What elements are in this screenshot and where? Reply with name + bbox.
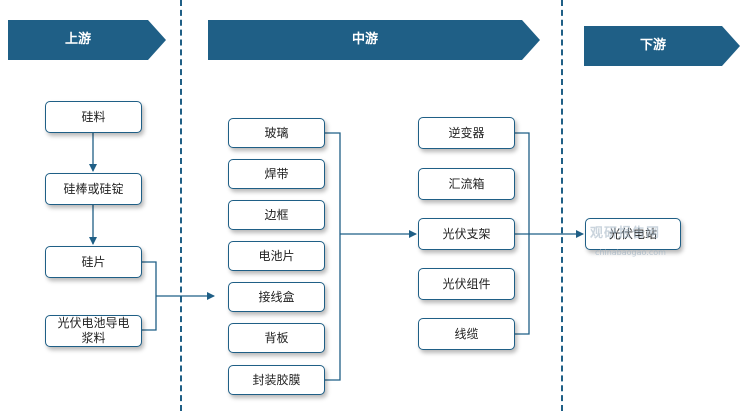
box-pv-plant: 光伏电站 <box>585 218 681 250</box>
box-label: 焊带 <box>264 166 289 181</box>
banner-arrow-shape <box>584 26 740 66</box>
box-label: 接线盒 <box>258 289 295 304</box>
box-label: 硅片 <box>81 254 106 269</box>
box-label: 光伏支架 <box>442 226 491 241</box>
stage-label-upstream: 上游 <box>64 32 91 47</box>
box-junction-box: 接线盒 <box>228 282 325 312</box>
box-label: 光伏电池导电浆料 <box>57 316 130 345</box>
box-glass: 玻璃 <box>228 118 325 148</box>
watermark-brand: 观研报告网 <box>590 226 661 241</box>
box-pv-mount: 光伏支架 <box>418 218 515 250</box>
box-label: 硅棒或硅锭 <box>63 181 124 196</box>
box-label: 电池片 <box>258 248 295 263</box>
box-label: 边框 <box>264 207 289 222</box>
stage-label-downstream: 下游 <box>639 38 666 53</box>
banner-arrow-shape <box>208 20 540 60</box>
box-label: 封装胶膜 <box>252 372 301 387</box>
box-pv-module: 光伏组件 <box>418 268 515 300</box>
stage-divider-right <box>561 0 563 411</box>
box-frame: 边框 <box>228 200 325 230</box>
box-silicon-rod-ingot: 硅棒或硅锭 <box>45 173 142 205</box>
box-encapsulant: 封装胶膜 <box>228 365 325 395</box>
box-label: 玻璃 <box>264 125 289 140</box>
box-label: 线缆 <box>454 326 479 341</box>
box-pv-paste: 光伏电池导电浆料 <box>45 315 142 347</box>
banner-arrow-shape <box>8 20 166 60</box>
materials-bracket <box>325 132 341 381</box>
stage-banner-midstream: 中游 <box>208 20 540 60</box>
box-cell: 电池片 <box>228 241 325 271</box>
box-label: 光伏电站 <box>608 226 657 241</box>
box-backsheet: 背板 <box>228 323 325 353</box>
watermark-url: chinabaogao.com <box>595 248 666 257</box>
stage-divider-left <box>180 0 182 411</box>
box-silicon-material: 硅料 <box>45 101 142 133</box>
box-label: 汇流箱 <box>448 176 485 191</box>
box-label: 硅料 <box>81 109 106 124</box>
box-inverter: 逆变器 <box>418 117 515 149</box>
box-label: 光伏组件 <box>442 276 491 291</box>
stage-banner-downstream: 下游 <box>584 26 740 66</box>
stage-banner-upstream: 上游 <box>8 20 166 60</box>
box-label: 背板 <box>264 330 289 345</box>
box-combiner-box: 汇流箱 <box>418 168 515 200</box>
box-label: 逆变器 <box>448 125 485 140</box>
box-wafer: 硅片 <box>45 246 142 278</box>
box-ribbon: 焊带 <box>228 159 325 189</box>
stage-label-midstream: 中游 <box>351 32 378 47</box>
box-cable: 线缆 <box>418 318 515 350</box>
upstream-bracket <box>142 261 157 331</box>
